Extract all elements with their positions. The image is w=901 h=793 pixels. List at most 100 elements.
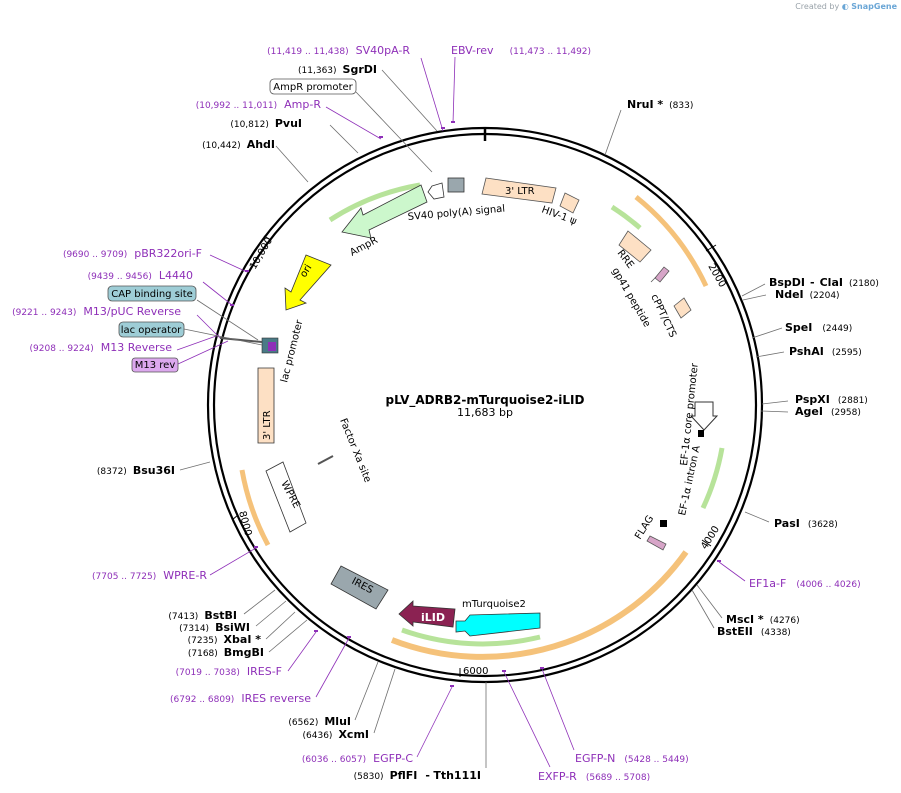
lead-nrui — [604, 109, 622, 156]
ruler-tick — [263, 235, 272, 241]
plead-m13-rev-box — [177, 340, 229, 365]
primer-egfp-n: EGFP-N(5428 .. 5449) — [575, 752, 689, 765]
pmark — [314, 630, 318, 632]
lead-xbai — [265, 611, 296, 640]
factor-xa-label: Factor Xa site — [337, 417, 373, 484]
factor-xa-mark — [317, 455, 334, 465]
lead-spei — [751, 327, 783, 339]
ltr-left-label: 3' LTR — [262, 410, 273, 440]
plead-exfp-r — [503, 671, 551, 768]
primer-m13-puc-reverse: (9221 .. 9243)M13/pUC Reverse — [12, 305, 181, 318]
ampr-promoter-box — [269, 78, 357, 95]
pmark — [245, 270, 249, 272]
primer-pbr322ori-f: (9690 .. 9709)pBR322ori-F — [63, 247, 202, 260]
mturquoise-label: mTurquoise2 — [462, 599, 526, 610]
enzyme-msci: MscI *(4276) — [726, 613, 800, 626]
flag-marker — [660, 520, 667, 527]
primer-ires-f: (7019 .. 7038)IRES-F — [176, 665, 282, 678]
primer-wpre-r: (7705 .. 7725)WPRE-R — [92, 569, 207, 582]
cppt-block — [673, 297, 692, 319]
primer-marks — [230, 121, 721, 687]
enzyme-bsu36i: (8372)Bsu36I — [97, 464, 175, 477]
lac-lead-bar — [219, 337, 263, 343]
lead-pshai — [755, 351, 785, 358]
plead-ires-f — [287, 631, 317, 672]
snapgene-logo-icon: ◐ — [841, 2, 849, 11]
primer-exfp-r: EXFP-R(5689 .. 5708) — [538, 770, 650, 783]
enzyme-bsiwi: (7314)BsiWI — [179, 621, 250, 634]
lead-bsiwi — [255, 600, 287, 627]
plead-l4440 — [202, 281, 233, 306]
ampr-arrow — [341, 184, 428, 239]
ampr-label: AmpR — [348, 235, 380, 259]
lead-pasi — [744, 511, 770, 523]
enzyme-spei: SpeI(2449) — [785, 321, 852, 334]
gp41-block — [654, 266, 670, 283]
orf-arc-ampr — [328, 182, 421, 223]
plasmid-name: pLV_ADRB2-mTurquoise2-iLID — [386, 393, 585, 408]
ltr-left-block — [257, 367, 275, 444]
m13-rev-label: M13 rev — [135, 360, 176, 371]
primer-ires-reverse: (6792 .. 6809)IRES reverse — [170, 692, 311, 705]
enzyme-labels: NruI *(833) BspDI-ClaI(2180) NdeI(2204) … — [627, 98, 879, 638]
plead-m13rev — [176, 334, 220, 351]
primer-l4440: (9439 .. 9456)L4440 — [88, 269, 193, 282]
lead-agei — [760, 410, 789, 413]
plead-wpre-r — [209, 547, 257, 576]
plead-ires-rev — [315, 637, 350, 698]
enzyme-xbai: (7235)XbaI * — [188, 633, 262, 646]
lead-bmgbi — [268, 619, 308, 653]
primer-leaders — [176, 56, 746, 768]
rre-block — [618, 230, 652, 263]
wpre-block — [265, 461, 307, 533]
primer-egfp-c: (6036 .. 6057)EGFP-C — [302, 752, 413, 765]
gp41-label: gp41 peptide — [609, 266, 652, 329]
lead-lac-operator — [183, 328, 263, 346]
enzyme-bsteii: BstEII(4338) — [717, 625, 791, 638]
enzyme-leaders — [179, 69, 789, 768]
flag-block — [646, 535, 667, 551]
ruler-label-4000: 4000 — [699, 524, 722, 551]
lead-bsu36i — [179, 461, 211, 471]
primer-sv40pa-r: (11,419 .. 11,438)SV40pA-R — [267, 44, 410, 57]
enzyme-bmgbi: (7168)BmgBI — [188, 646, 264, 659]
primer-ebv-rev: EBV-rev(11,473 .. 11,492) — [451, 44, 591, 57]
plead-pbr322 — [209, 254, 248, 273]
lead-msci — [696, 584, 723, 619]
mturquoise-arrow — [455, 612, 541, 637]
boxed-labels: AmpR promoter CAP binding site lac opera… — [107, 78, 357, 373]
ltr-top-label: 3' LTR — [505, 186, 535, 197]
lead-bspdi — [741, 283, 766, 297]
orf-arc-lenti — [634, 195, 709, 288]
lead-mlui — [354, 661, 379, 721]
credit-brand: SnapGene — [851, 2, 897, 11]
m13-rev-box — [131, 357, 179, 373]
pmark — [540, 667, 544, 669]
pmark — [379, 136, 383, 138]
enzyme-pvui: (10,812)PvuI — [230, 117, 302, 130]
plasmid-length: 11,683 bp — [457, 406, 513, 419]
plead-sv40pa-r — [420, 57, 444, 132]
ilid-arrow — [398, 600, 456, 628]
enzyme-sgrdi: (11,363)SgrDI — [298, 63, 377, 76]
pmark — [451, 121, 455, 123]
ruler-tick — [231, 514, 239, 521]
primer-ef1a-f: EF1a-F(4006 .. 4026) — [749, 577, 861, 590]
plead-m13puc — [196, 314, 221, 339]
lead-bsteii — [691, 589, 715, 629]
lead-ndei — [742, 294, 767, 301]
enzyme-pasi: PasI(3628) — [774, 517, 838, 530]
sv40-grey-block — [447, 177, 465, 193]
orf-arc-left — [239, 469, 271, 547]
hiv-psi-block — [559, 192, 580, 214]
enzyme-pflfi-tth111i: (5830)PflFI-Tth111I — [354, 769, 481, 782]
primer-labels: (11,419 .. 11,438)SV40pA-R EBV-rev(11,47… — [12, 44, 861, 783]
pmark — [347, 636, 351, 638]
pmark — [441, 127, 445, 129]
ef1a-core-arrow — [689, 401, 719, 431]
cap-label: CAP binding site — [111, 289, 193, 300]
plead-ebv-rev — [452, 56, 456, 124]
ampr-promoter-label: AmpR promoter — [273, 82, 353, 93]
orf-arc-ef1a — [700, 447, 725, 510]
